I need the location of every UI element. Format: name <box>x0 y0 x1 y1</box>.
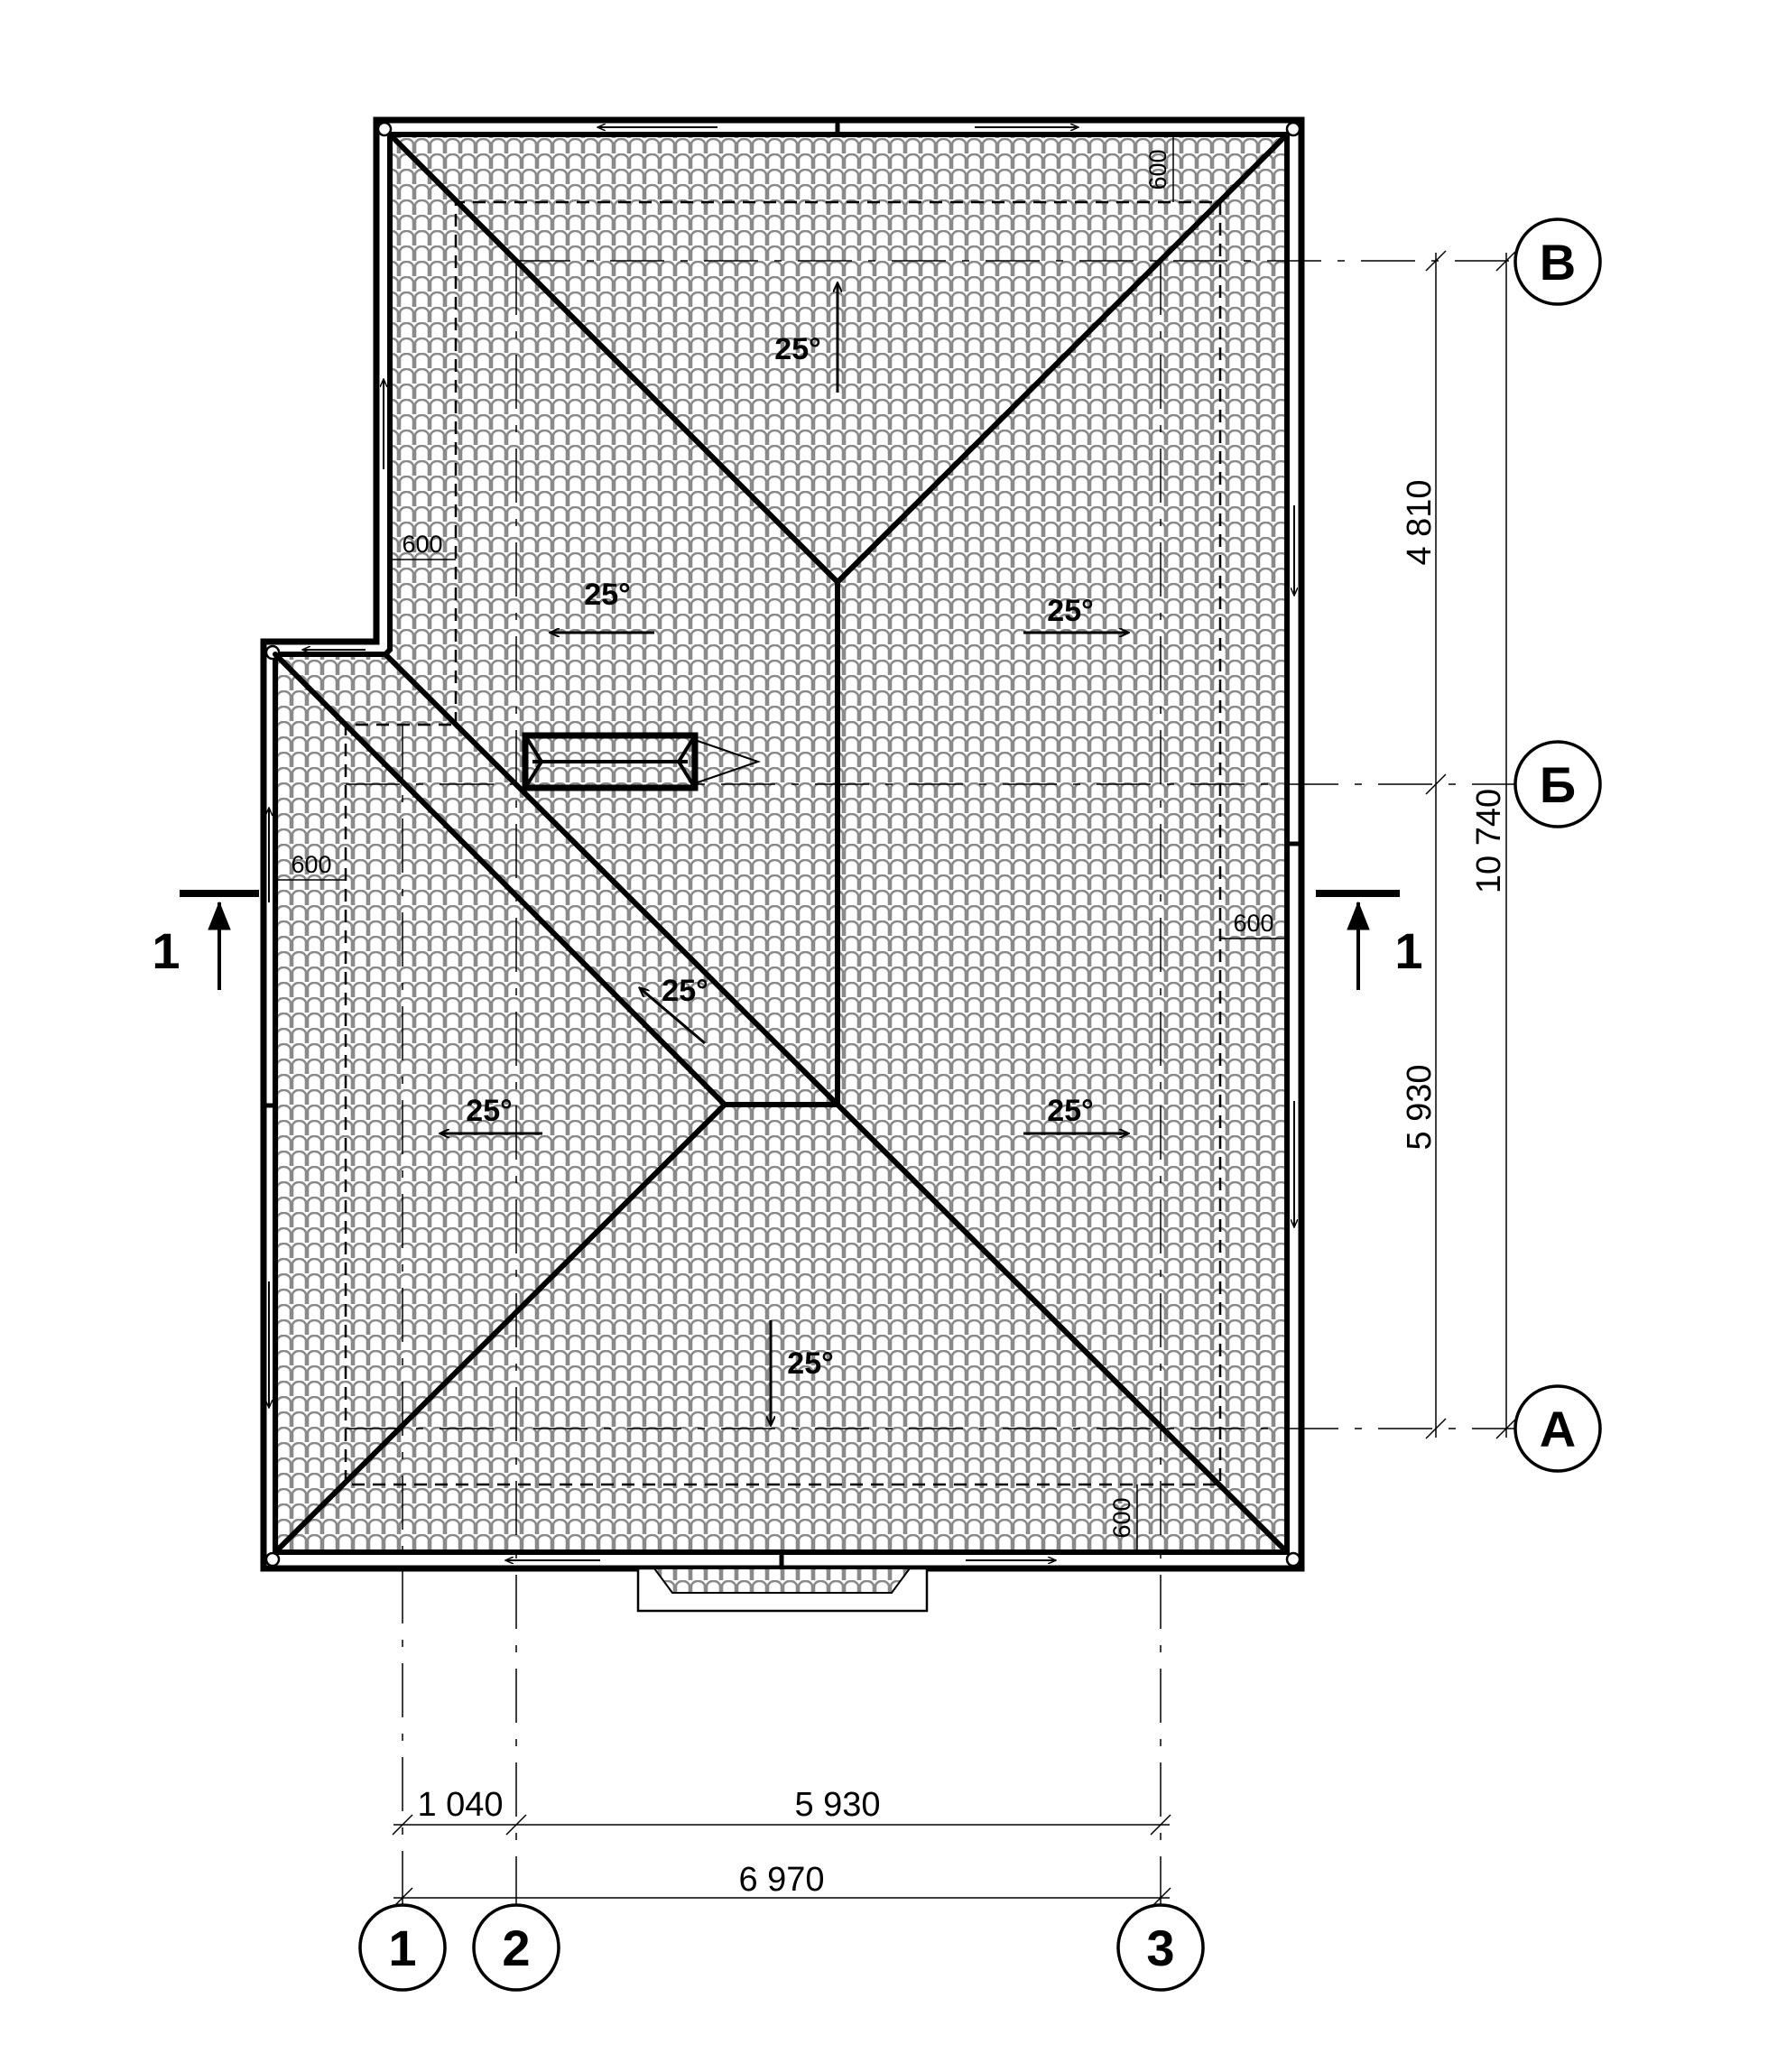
wall-outline-dashed <box>344 200 1222 1486</box>
overhang-dim: 600 <box>1144 149 1171 190</box>
vertical-dimensions <box>1425 250 1517 1439</box>
dim-total: 6 970 <box>738 1861 824 1899</box>
dim-left: 1 040 <box>417 1786 503 1824</box>
horizontal-dimensions <box>392 1814 1171 1909</box>
overhang-dim: 600 <box>291 851 331 878</box>
overhang-dim: 600 <box>1108 1497 1135 1538</box>
axis-label-col: 2 <box>502 1919 530 1976</box>
overhang-dim: 600 <box>1233 910 1273 937</box>
slope-label: 25° <box>1047 1094 1093 1128</box>
axis-label-col: 3 <box>1146 1919 1174 1976</box>
slope-label: 25° <box>662 974 708 1008</box>
section-label-left: 1 <box>152 922 180 979</box>
section-label-right: 1 <box>1394 922 1422 979</box>
gutter-flow-arrows <box>269 127 1294 1560</box>
slope-label: 25° <box>787 1346 833 1381</box>
porch-roof <box>636 1567 929 1613</box>
roof-ridges-hips <box>273 132 1290 1555</box>
overhang-dim: 600 <box>402 531 442 558</box>
axis-label-row: Б <box>1540 756 1576 813</box>
dim-right: 5 930 <box>794 1786 880 1824</box>
roof-window <box>522 732 762 791</box>
slope-label: 25° <box>1047 594 1093 628</box>
slope-arrows <box>440 283 1128 1425</box>
axis-bubbles <box>358 217 1602 1992</box>
dim-upper: 4 810 <box>1401 479 1439 565</box>
axis-label-col: 1 <box>388 1919 416 1976</box>
axis-label-row: В <box>1540 234 1576 291</box>
axis-lines <box>346 260 1534 1904</box>
roof-outline <box>260 116 1305 1572</box>
axis-label-row: А <box>1540 1401 1576 1457</box>
section-marks <box>180 890 1400 990</box>
slope-label: 25° <box>584 578 630 612</box>
dim-total: 10 740 <box>1470 789 1508 893</box>
dim-lower: 5 930 <box>1401 1064 1439 1150</box>
slope-label: 25° <box>774 332 820 366</box>
slope-label: 25° <box>466 1094 512 1128</box>
